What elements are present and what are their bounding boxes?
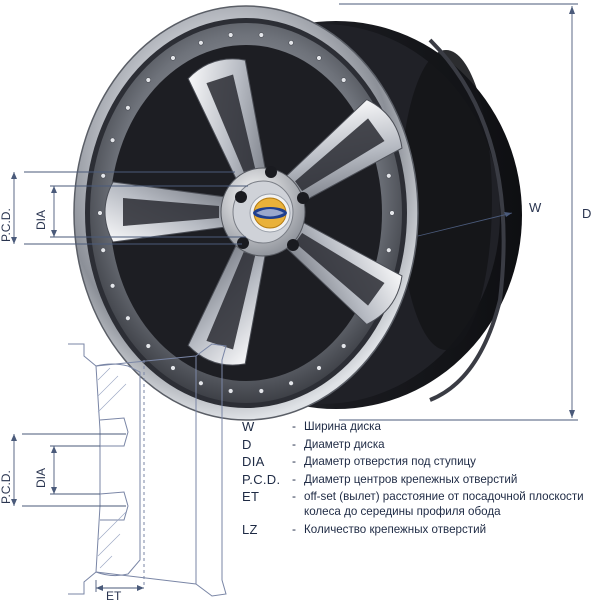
legend-dash: - <box>292 419 296 433</box>
rivet <box>109 283 116 289</box>
label-pcd-top: P.C.D. <box>0 208 13 242</box>
cross-section-hatch <box>97 367 127 569</box>
rivet <box>258 32 264 38</box>
rivet <box>145 343 152 349</box>
rivet <box>386 247 392 253</box>
wheel-spoke <box>278 217 403 326</box>
legend-desc: Диаметр центров крепежных отверстий <box>304 472 518 486</box>
label-dia-top: DIA <box>34 210 48 230</box>
dimension-arrows-top <box>11 6 575 418</box>
legend-abbr: DIA <box>242 454 265 470</box>
wheel-spoke <box>104 181 234 243</box>
dimension-lines-top <box>13 3 578 421</box>
rivet <box>386 173 392 179</box>
label-w: W <box>529 200 542 215</box>
rivet <box>125 315 131 321</box>
lug-hole <box>265 166 277 178</box>
rivet <box>341 343 347 349</box>
rivet <box>341 77 347 83</box>
legend-item-d: D - Диаметр диска <box>242 438 604 452</box>
rivet <box>198 40 204 46</box>
legend-item-lz: LZ - Количество крепежных отверстий <box>242 523 604 537</box>
legend-item-dia: DIA - Диаметр отверстия под ступицу <box>242 455 604 469</box>
label-dia-bottom: DIA <box>34 468 48 488</box>
rivet <box>125 105 131 111</box>
wheel-spoke <box>278 98 403 207</box>
legend-dash: - <box>292 454 296 469</box>
center-cap-logo <box>249 193 291 233</box>
legend-dash: - <box>292 436 296 451</box>
label-et: ET <box>106 589 122 603</box>
rivet <box>109 137 116 143</box>
rivet <box>100 247 106 253</box>
rivet <box>288 40 294 46</box>
rivet <box>100 173 106 179</box>
legend-desc: Диаметр отверстия под ступицу <box>304 455 476 469</box>
legend-dash: - <box>292 489 296 504</box>
rivet <box>316 365 322 371</box>
rivet <box>228 388 234 394</box>
rivet <box>316 55 322 61</box>
rivet <box>288 380 294 386</box>
legend-desc: Диаметр диска <box>304 437 385 451</box>
wheel-spokes <box>104 58 403 366</box>
legend-abbr: LZ <box>242 521 258 537</box>
legend-dash: - <box>292 471 296 486</box>
wheel-spoke <box>187 58 268 189</box>
legend-item-w: W - Ширина диска <box>242 420 604 434</box>
dimension-arrows-bottom <box>11 434 144 591</box>
legend-dash: - <box>292 521 296 536</box>
legend-item-pcd: P.C.D. - Диаметр центров крепежных отвер… <box>242 473 604 487</box>
lug-hole <box>297 192 309 204</box>
label-d: D <box>582 206 591 221</box>
rivet <box>228 32 234 38</box>
rivet <box>389 210 395 216</box>
label-pcd-bottom: P.C.D. <box>0 470 13 504</box>
legend-abbr: ET <box>242 489 260 505</box>
legend: W - Ширина диска D - Диаметр диска DIA -… <box>242 420 604 541</box>
wheel-spoke <box>187 235 268 366</box>
rivet <box>145 77 152 83</box>
legend-desc: off-set (вылет) расстояние от посадочной… <box>304 490 584 519</box>
rivet <box>258 388 264 394</box>
legend-abbr: P.C.D. <box>242 471 281 487</box>
rivet <box>97 210 103 216</box>
lug-hole <box>237 237 249 249</box>
lug-hole <box>235 191 247 203</box>
wheel-cross-section <box>68 343 227 597</box>
rivet <box>170 365 176 371</box>
dimension-lines-bottom <box>13 433 144 592</box>
rivet <box>198 380 204 386</box>
lug-hole <box>287 239 299 251</box>
legend-desc: Ширина диска <box>304 420 381 433</box>
legend-desc: Количество крепежных отверстий <box>304 522 487 536</box>
rivet <box>170 55 176 61</box>
legend-item-et: ET - off-set (вылет) расстояние от посад… <box>242 490 604 519</box>
legend-abbr: D <box>242 436 252 452</box>
legend-abbr: W <box>242 419 255 434</box>
